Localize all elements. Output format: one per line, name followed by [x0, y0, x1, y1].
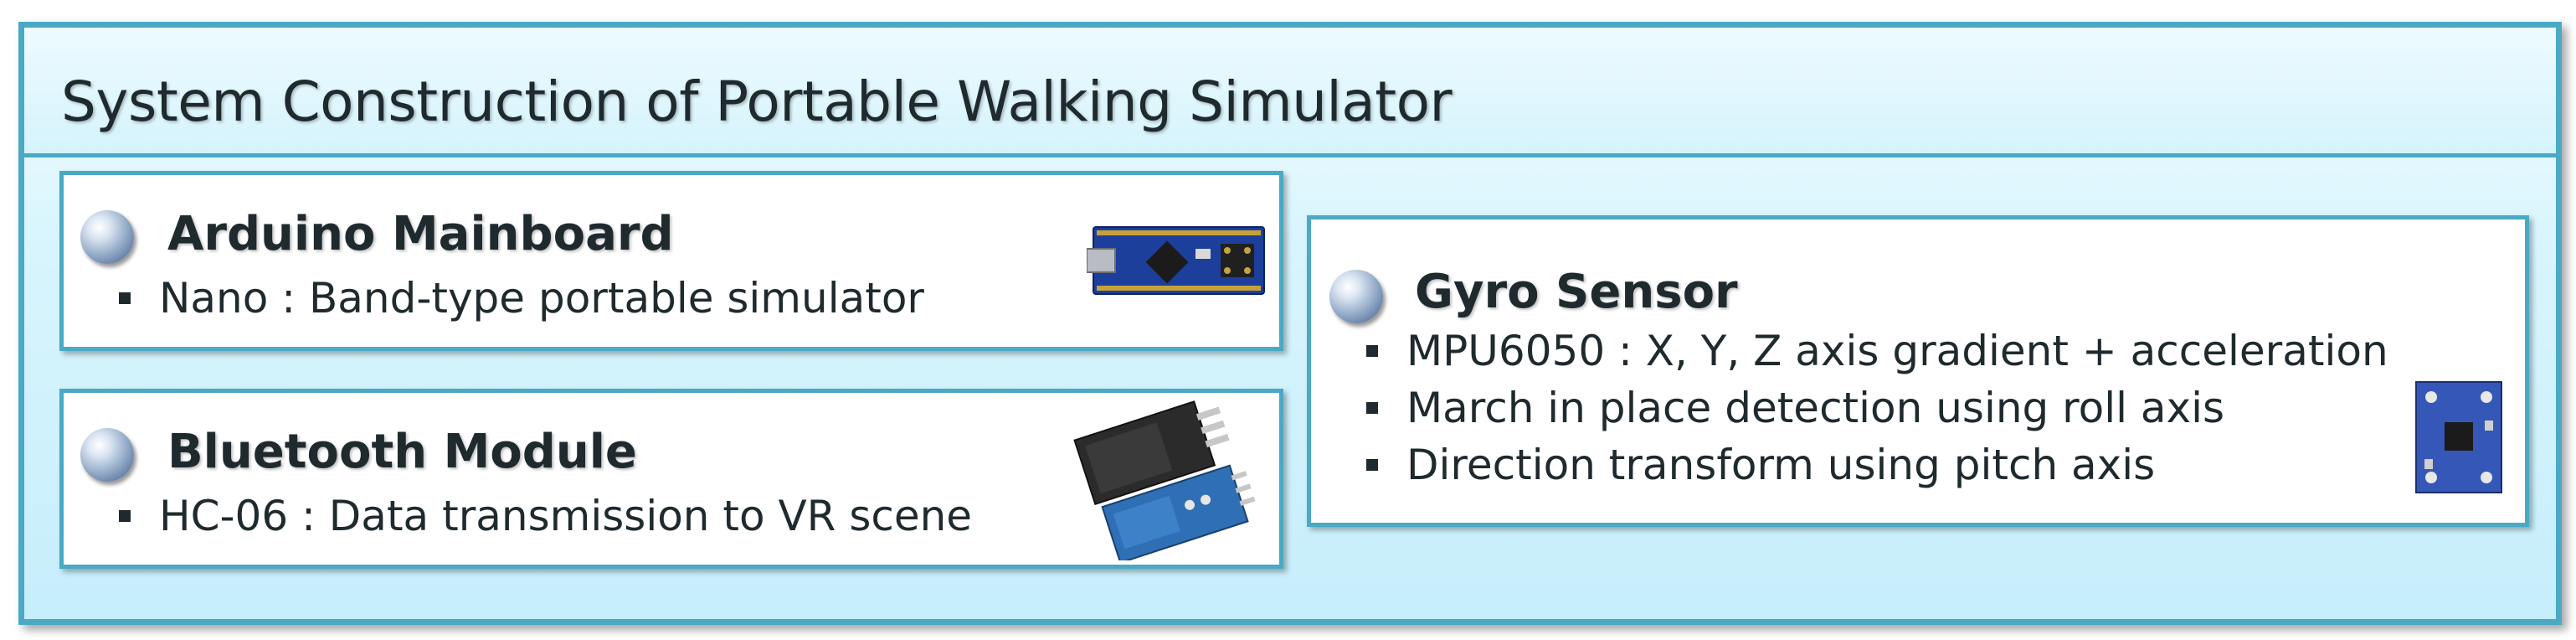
square-bullet-icon	[1366, 344, 1378, 357]
gyro-bullet-2: March in place detection using roll axis	[1366, 384, 2224, 432]
slide-frame: System Construction of Portable Walking …	[18, 22, 2562, 625]
orb-bullet-icon	[80, 210, 134, 264]
mpu6050-sensor-icon	[2415, 381, 2502, 493]
arduino-heading: Arduino Mainboard	[167, 207, 674, 261]
orb-bullet-icon	[80, 428, 134, 482]
gyro-bullet-text-1: MPU6050 : X, Y, Z axis gradient + accele…	[1406, 327, 2388, 375]
arduino-nano-board-icon	[1087, 226, 1265, 295]
gyro-bullet-1: MPU6050 : X, Y, Z axis gradient + accele…	[1366, 327, 2388, 375]
gyro-bullet-3: Direction transform using pitch axis	[1366, 441, 2155, 489]
arduino-mainboard-box: Arduino Mainboard Nano : Band-type porta…	[59, 171, 1283, 351]
square-bullet-icon	[119, 509, 131, 522]
bluetooth-module-icon	[1073, 400, 1256, 560]
gyro-sensor-box: Gyro Sensor MPU6050 : X, Y, Z axis gradi…	[1307, 215, 2529, 527]
title-bar: System Construction of Portable Walking …	[24, 28, 2556, 157]
arduino-bullet-text-1: Nano : Band-type portable simulator	[159, 274, 924, 323]
square-bullet-icon	[1366, 401, 1378, 414]
arduino-bullet-1: Nano : Band-type portable simulator	[119, 274, 924, 323]
bluetooth-bullet-1: HC-06 : Data transmission to VR scene	[119, 492, 972, 540]
gyro-bullet-text-3: Direction transform using pitch axis	[1406, 441, 2156, 489]
slide-title: System Construction of Portable Walking …	[61, 70, 1453, 134]
bluetooth-heading: Bluetooth Module	[167, 425, 637, 479]
orb-bullet-icon	[1329, 270, 1383, 323]
square-bullet-icon	[1366, 458, 1378, 471]
bluetooth-module-box: Bluetooth Module HC-06 : Data transmissi…	[59, 389, 1283, 569]
gyro-bullet-text-2: March in place detection using roll axis	[1406, 384, 2225, 432]
bluetooth-bullet-text-1: HC-06 : Data transmission to VR scene	[159, 492, 973, 540]
square-bullet-icon	[119, 292, 131, 304]
gyro-heading: Gyro Sensor	[1415, 265, 1738, 319]
